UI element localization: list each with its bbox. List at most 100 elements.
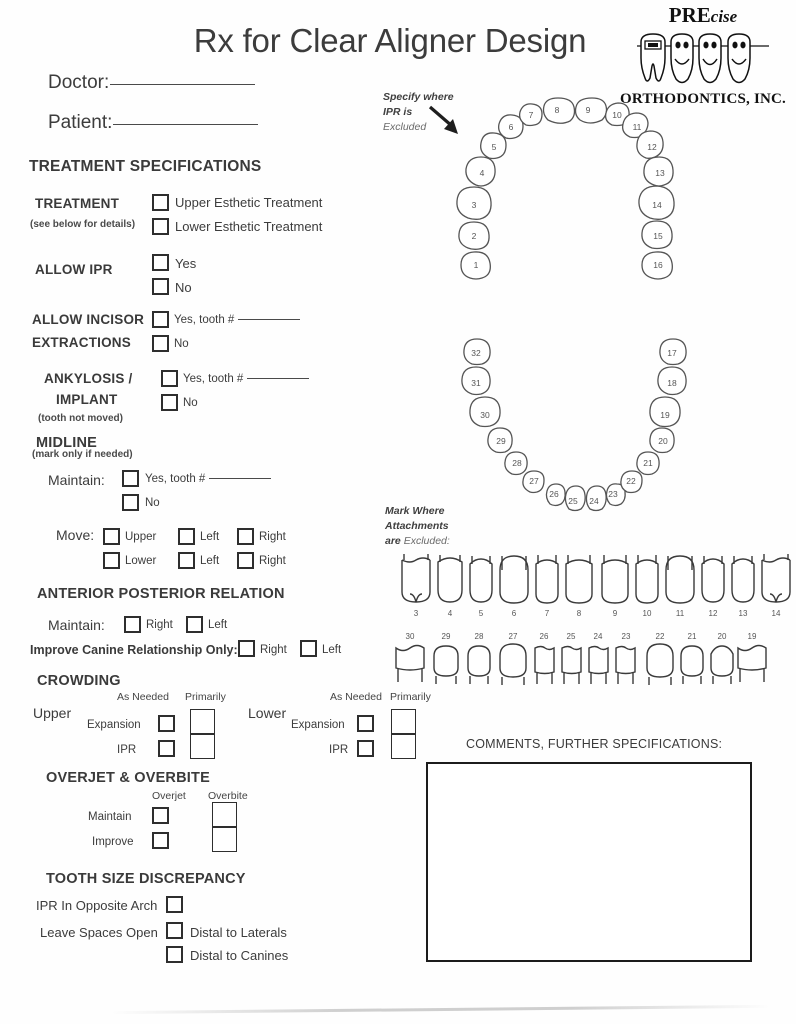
label-lower-esthetic-treatment: Lower Esthetic Treatment xyxy=(175,219,323,234)
svg-text:8: 8 xyxy=(555,105,560,115)
svg-text:7: 7 xyxy=(545,609,550,618)
anterior-posterior-heading: ANTERIOR POSTERIOR RELATION xyxy=(37,586,285,602)
svg-text:5: 5 xyxy=(492,142,497,152)
attachments-exclusion-note: Mark Where Attachments are Excluded: xyxy=(385,504,450,549)
checkbox-midline-move-lower[interactable] xyxy=(103,552,120,569)
scan-artifact xyxy=(110,1004,770,1015)
checkbox-midline-move-lower-right[interactable] xyxy=(237,552,254,569)
svg-text:13: 13 xyxy=(655,168,665,178)
checkbox-midline-move-upper-right[interactable] xyxy=(237,528,254,545)
ipr-note-line-1: Specify where xyxy=(383,91,454,103)
checkbox-incisor-extraction-yes[interactable] xyxy=(152,311,169,328)
logo-wordmark: PREcise xyxy=(614,4,792,28)
svg-text:27: 27 xyxy=(529,476,539,486)
checkbox-ankylosis-no[interactable] xyxy=(161,394,178,411)
svg-text:28: 28 xyxy=(475,632,484,641)
checkbox-midline-maintain-yes[interactable] xyxy=(122,470,139,487)
svg-text:8: 8 xyxy=(577,609,582,618)
svg-text:10: 10 xyxy=(612,110,622,120)
ap-improve-label: Improve Canine Relationship Only: xyxy=(30,643,238,657)
crowding-lower-label: Lower xyxy=(248,705,287,721)
checkbox-crowding-lower-ipr-primarily[interactable] xyxy=(391,734,416,759)
comments-textarea[interactable] xyxy=(426,762,752,962)
checkbox-incisor-extraction-no[interactable] xyxy=(152,335,169,352)
crowding-upper-row-expansion-label: Expansion xyxy=(87,719,141,731)
label-incisor-extraction-yes-text: Yes, tooth # xyxy=(174,314,235,326)
checkbox-overbite-improve[interactable] xyxy=(212,827,237,852)
overjet-overbite-row-improve-label: Improve xyxy=(92,836,134,848)
checkbox-midline-move-upper-left[interactable] xyxy=(178,528,195,545)
checkbox-overjet-maintain[interactable] xyxy=(152,807,169,824)
checkbox-ipr-opposite-arch[interactable] xyxy=(166,896,183,913)
attachments-upper-tooth-row[interactable]: 3 4 5 6 7 8 9 10 11 12 13 14 xyxy=(396,552,791,620)
svg-text:29: 29 xyxy=(496,436,506,446)
svg-text:23: 23 xyxy=(622,632,631,641)
checkbox-midline-move-upper[interactable] xyxy=(103,528,120,545)
svg-text:13: 13 xyxy=(739,609,748,618)
ap-maintain-label: Maintain: xyxy=(48,617,105,633)
checkbox-crowding-lower-expansion-as-needed[interactable] xyxy=(357,715,374,732)
checkbox-ap-improve-right[interactable] xyxy=(238,640,255,657)
svg-text:26: 26 xyxy=(540,632,549,641)
checkbox-ap-maintain-left[interactable] xyxy=(186,616,203,633)
label-midline-maintain-yes-text: Yes, tooth # xyxy=(145,473,206,485)
overjet-overbite-heading: OVERJET & OVERBITE xyxy=(46,770,210,786)
midline-maintain-tooth-input[interactable] xyxy=(209,478,272,479)
patient-label: Patient: xyxy=(48,112,113,133)
crowding-heading: CROWDING xyxy=(37,673,121,689)
label-distal-to-laterals: Distal to Laterals xyxy=(190,925,287,940)
checkbox-upper-esthetic-treatment[interactable] xyxy=(152,194,169,211)
checkbox-crowding-upper-ipr-primarily[interactable] xyxy=(190,734,215,759)
crowding-upper-label: Upper xyxy=(33,705,72,721)
tooth-size-discrepancy-heading: TOOTH SIZE DISCREPANCY xyxy=(46,871,246,887)
checkbox-overjet-improve[interactable] xyxy=(152,832,169,849)
svg-text:19: 19 xyxy=(660,410,670,420)
incisor-extraction-tooth-input[interactable] xyxy=(238,319,301,320)
svg-text:3: 3 xyxy=(414,609,419,618)
svg-text:4: 4 xyxy=(480,168,485,178)
checkbox-leave-spaces-distal-laterals[interactable] xyxy=(166,922,183,939)
svg-text:9: 9 xyxy=(586,105,591,115)
svg-text:30: 30 xyxy=(480,410,490,420)
allow-incisor-extractions-label-line1: ALLOW INCISOR xyxy=(32,312,145,327)
checkbox-allow-ipr-yes[interactable] xyxy=(152,254,169,271)
allow-ipr-label: ALLOW IPR xyxy=(35,262,113,277)
checkbox-lower-esthetic-treatment[interactable] xyxy=(152,218,169,235)
overjet-column-header: Overjet xyxy=(152,790,186,802)
comments-label: COMMENTS, FURTHER SPECIFICATIONS: xyxy=(466,737,723,751)
ankylosis-tooth-input[interactable] xyxy=(247,378,310,379)
checkbox-crowding-upper-expansion-primarily[interactable] xyxy=(190,709,215,734)
checkbox-ankylosis-yes[interactable] xyxy=(161,370,178,387)
svg-text:21: 21 xyxy=(688,632,697,641)
attachments-lower-tooth-row[interactable]: 30 29 28 27 26 25 24 23 22 21 20 19 xyxy=(388,628,767,690)
checkbox-crowding-upper-ipr-as-needed[interactable] xyxy=(158,740,175,757)
checkbox-crowding-upper-expansion-as-needed[interactable] xyxy=(158,715,175,732)
doctor-label: Doctor: xyxy=(48,72,110,93)
svg-text:11: 11 xyxy=(676,609,685,618)
checkbox-midline-move-lower-left[interactable] xyxy=(178,552,195,569)
checkbox-crowding-lower-expansion-primarily[interactable] xyxy=(391,709,416,734)
checkbox-allow-ipr-no[interactable] xyxy=(152,278,169,295)
svg-text:14: 14 xyxy=(652,200,662,210)
lower-arch-tooth-chart[interactable]: 32 31 30 29 28 27 26 25 24 23 22 21 20 1… xyxy=(450,334,687,514)
svg-text:7: 7 xyxy=(529,110,534,120)
checkbox-leave-spaces-distal-canines[interactable] xyxy=(166,946,183,963)
midline-move-label: Move: xyxy=(56,527,95,543)
label-midline-move-lower-left: Left xyxy=(200,555,220,567)
treatment-note: (see below for details) xyxy=(30,219,136,230)
upper-arch-tooth-chart[interactable]: 1 2 3 4 5 6 7 8 9 10 11 12 13 14 15 16 xyxy=(440,96,690,296)
checkbox-midline-maintain-no[interactable] xyxy=(122,494,139,511)
arrow-down-right-icon xyxy=(428,105,458,134)
svg-text:22: 22 xyxy=(656,632,665,641)
svg-text:14: 14 xyxy=(772,609,781,618)
svg-text:6: 6 xyxy=(512,609,517,618)
logo-cise: cise xyxy=(710,7,738,26)
company-logo: PREcise xyxy=(614,4,792,108)
patient-input[interactable] xyxy=(113,124,259,125)
checkbox-crowding-lower-ipr-as-needed[interactable] xyxy=(357,740,374,757)
svg-text:27: 27 xyxy=(509,632,518,641)
doctor-input[interactable] xyxy=(110,84,256,85)
checkbox-ap-maintain-right[interactable] xyxy=(124,616,141,633)
checkbox-ap-improve-left[interactable] xyxy=(300,640,317,657)
checkbox-overbite-maintain[interactable] xyxy=(212,802,237,827)
